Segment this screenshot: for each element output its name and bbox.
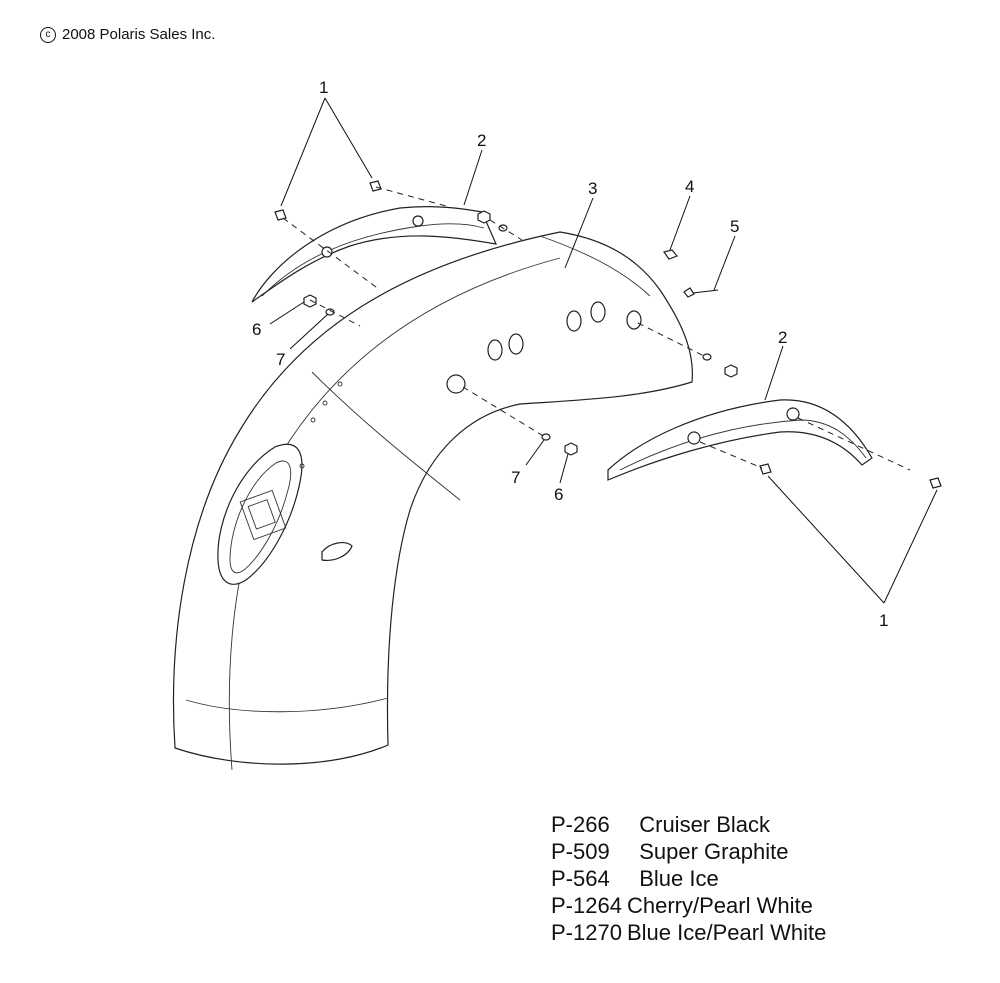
trim-rail-left — [251, 206, 497, 303]
callout-6-upper: 6 — [252, 320, 261, 339]
callout-4: 4 — [685, 177, 694, 196]
callout-5: 5 — [730, 217, 739, 236]
legend-name: Cherry/Pearl White — [627, 893, 813, 918]
legend-name: Super Graphite — [639, 839, 789, 864]
callout-1-upper: 1 — [319, 78, 328, 97]
legend-name: Blue Ice/Pearl White — [627, 920, 827, 945]
callout-3: 3 — [588, 179, 597, 198]
legend-code: P-266 — [551, 812, 610, 837]
legend-code: P-509 — [551, 839, 610, 864]
legend-row: P-564 Blue Ice — [551, 865, 826, 892]
callout-1-right: 1 — [879, 611, 888, 630]
callout-2-right: 2 — [778, 328, 787, 347]
assembly-center-lines — [282, 186, 911, 471]
legend-name: Cruiser Black — [639, 812, 771, 837]
copyright-text: 2008 Polaris Sales Inc. — [62, 26, 216, 43]
callout-6-lower: 6 — [554, 485, 563, 504]
copyright-notice: c 2008 Polaris Sales Inc. — [40, 26, 215, 43]
callout-labels: 1 2 3 4 5 6 7 2 7 6 1 — [252, 78, 888, 630]
callout-2-upper: 2 — [477, 131, 486, 150]
callout-7-upper: 7 — [276, 350, 285, 369]
trim-rail-right — [607, 399, 873, 481]
legend-code: P-1264 — [551, 893, 622, 918]
legend-code: P-564 — [551, 866, 610, 891]
legend-name: Blue Ice — [639, 866, 719, 891]
legend-row: P-266 Cruiser Black — [551, 811, 826, 838]
color-code-legend: P-266 Cruiser Black P-509 Super Graphite… — [551, 811, 826, 946]
callout-7-lower: 7 — [511, 468, 520, 487]
rear-fender — [172, 231, 693, 771]
fasteners — [274, 180, 942, 489]
legend-code: P-1270 — [551, 920, 622, 945]
copyright-icon: c — [40, 26, 56, 43]
legend-row: P-509 Super Graphite — [551, 838, 826, 865]
leader-lines — [269, 97, 938, 604]
